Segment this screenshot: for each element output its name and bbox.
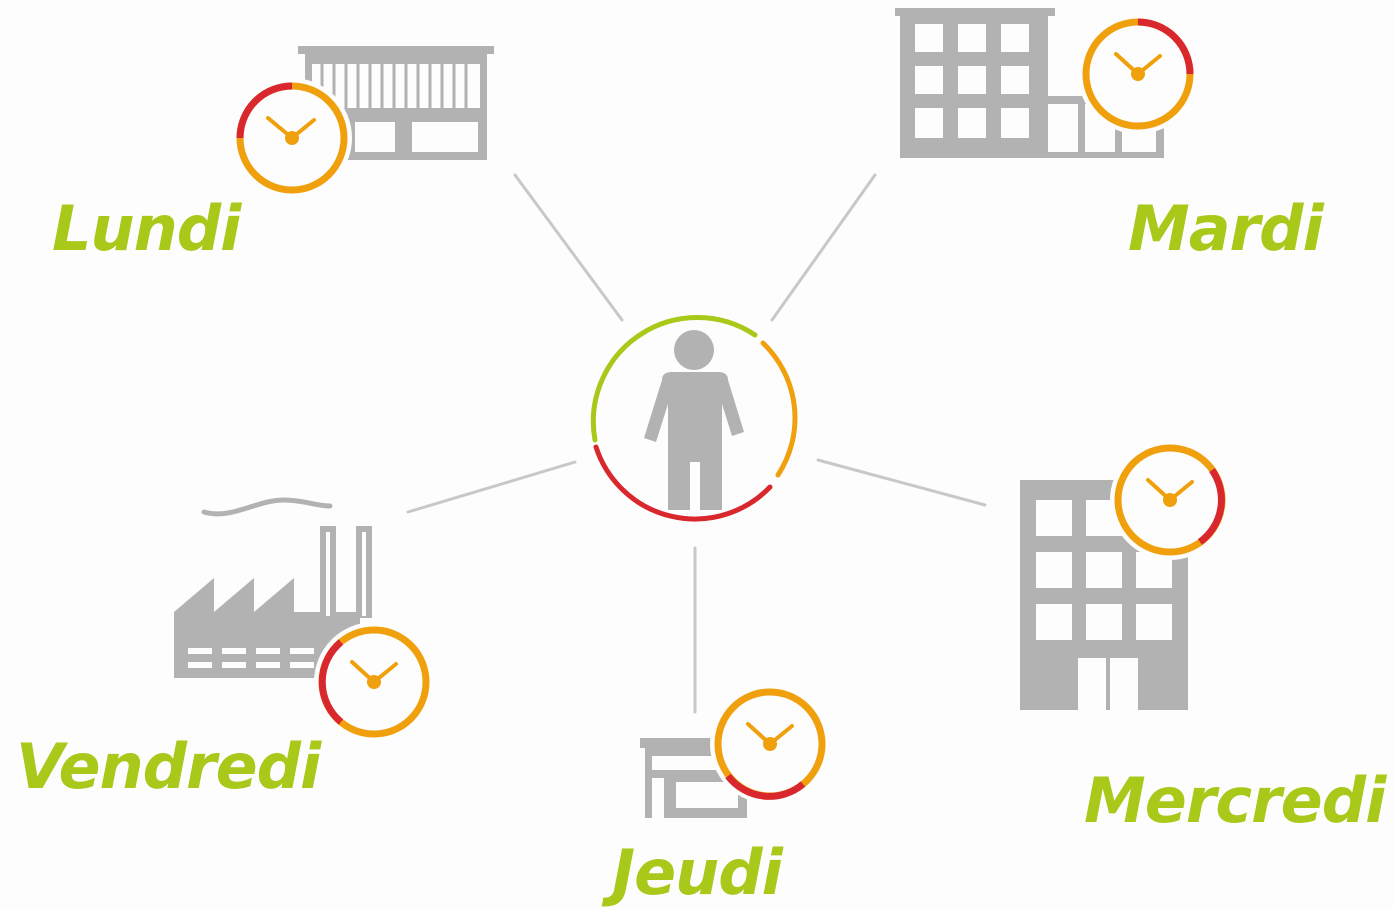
label-mardi: Mardi — [1128, 192, 1324, 265]
ring-orange-arc — [760, 340, 798, 478]
connector-vendredi — [406, 460, 577, 514]
clock-lundi — [232, 78, 352, 198]
connector-lundi — [513, 173, 624, 322]
clock-vendredi — [314, 622, 434, 742]
ring-green-arc — [590, 315, 758, 443]
label-jeudi: Jeudi — [612, 836, 783, 909]
person-icon — [644, 330, 744, 510]
label-vendredi: Vendredi — [16, 730, 321, 803]
connector-mardi — [770, 173, 877, 322]
clock-mercredi — [1110, 440, 1230, 560]
clock-jeudi — [710, 684, 830, 804]
connector-mercredi — [816, 458, 987, 507]
center-person-node — [590, 315, 798, 522]
ring-red-arc — [593, 444, 773, 522]
label-lundi: Lundi — [52, 192, 241, 265]
clock-mardi — [1078, 14, 1198, 134]
connector-lines — [406, 173, 987, 714]
label-mercredi: Mercredi — [1084, 764, 1386, 837]
factory-icon — [174, 497, 372, 678]
